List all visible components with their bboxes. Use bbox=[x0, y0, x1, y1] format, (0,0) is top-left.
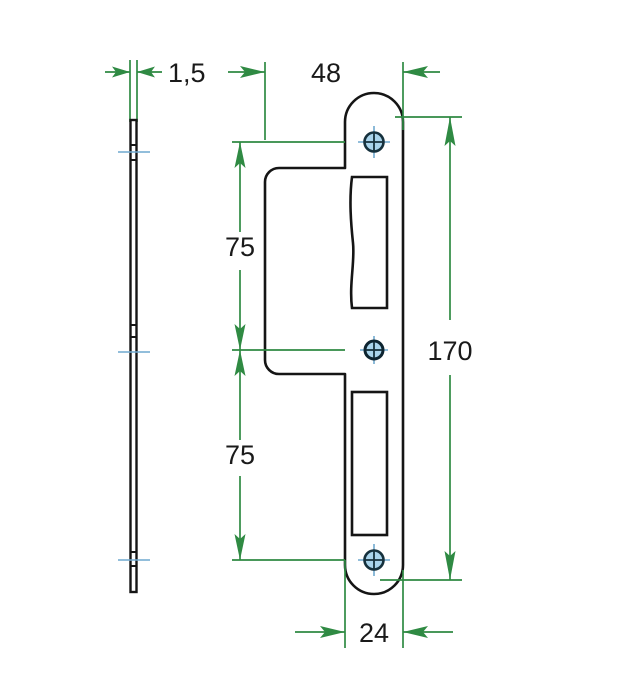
dimension-75-lower-arrow-top bbox=[234, 350, 246, 376]
dimension-thickness-arrow-right bbox=[137, 66, 155, 78]
dimension-thickness: 1,5 bbox=[105, 58, 206, 88]
dimension-face-width: 24 bbox=[295, 560, 453, 648]
dimension-24-label: 24 bbox=[359, 618, 389, 648]
dimension-75-lower-label: 75 bbox=[225, 440, 255, 470]
dimension-spacing-upper: 75 bbox=[225, 142, 255, 350]
screw-hole-bottom bbox=[358, 544, 390, 576]
dimension-75-lower-arrow-bottom bbox=[234, 534, 246, 560]
latch-slot-upper bbox=[349, 175, 389, 310]
dimension-170-label: 170 bbox=[427, 336, 472, 366]
dimension-width-label: 48 bbox=[311, 58, 341, 88]
dimension-width-arrow-right bbox=[403, 66, 428, 78]
latch-slot-lower bbox=[350, 390, 389, 537]
dimension-spacing-lower: 75 bbox=[225, 350, 255, 560]
screw-hole-middle bbox=[360, 336, 388, 364]
dimension-170-arrow-top bbox=[444, 117, 456, 146]
screw-hole-top bbox=[358, 126, 390, 158]
side-view-group bbox=[118, 60, 150, 594]
side-view-plate-body bbox=[129, 118, 138, 594]
front-view-group bbox=[263, 91, 405, 596]
dimension-75-upper-label: 75 bbox=[225, 232, 255, 262]
dimension-170-arrow-bottom bbox=[444, 551, 456, 580]
dimension-thickness-arrow-left bbox=[112, 66, 130, 78]
dimension-24-arrow-left bbox=[320, 626, 345, 638]
dimension-overall-width: 48 bbox=[228, 58, 440, 140]
dimension-thickness-label: 1,5 bbox=[168, 58, 206, 88]
vertical-dimension-extension-lines bbox=[232, 141, 345, 561]
dimension-width-arrow-left bbox=[240, 66, 265, 78]
dimension-overall-length: 170 bbox=[380, 116, 473, 581]
dimension-24-arrow-right bbox=[403, 626, 428, 638]
dimension-75-upper-arrow-bottom bbox=[234, 324, 246, 350]
dimension-75-upper-arrow-top bbox=[234, 142, 246, 168]
